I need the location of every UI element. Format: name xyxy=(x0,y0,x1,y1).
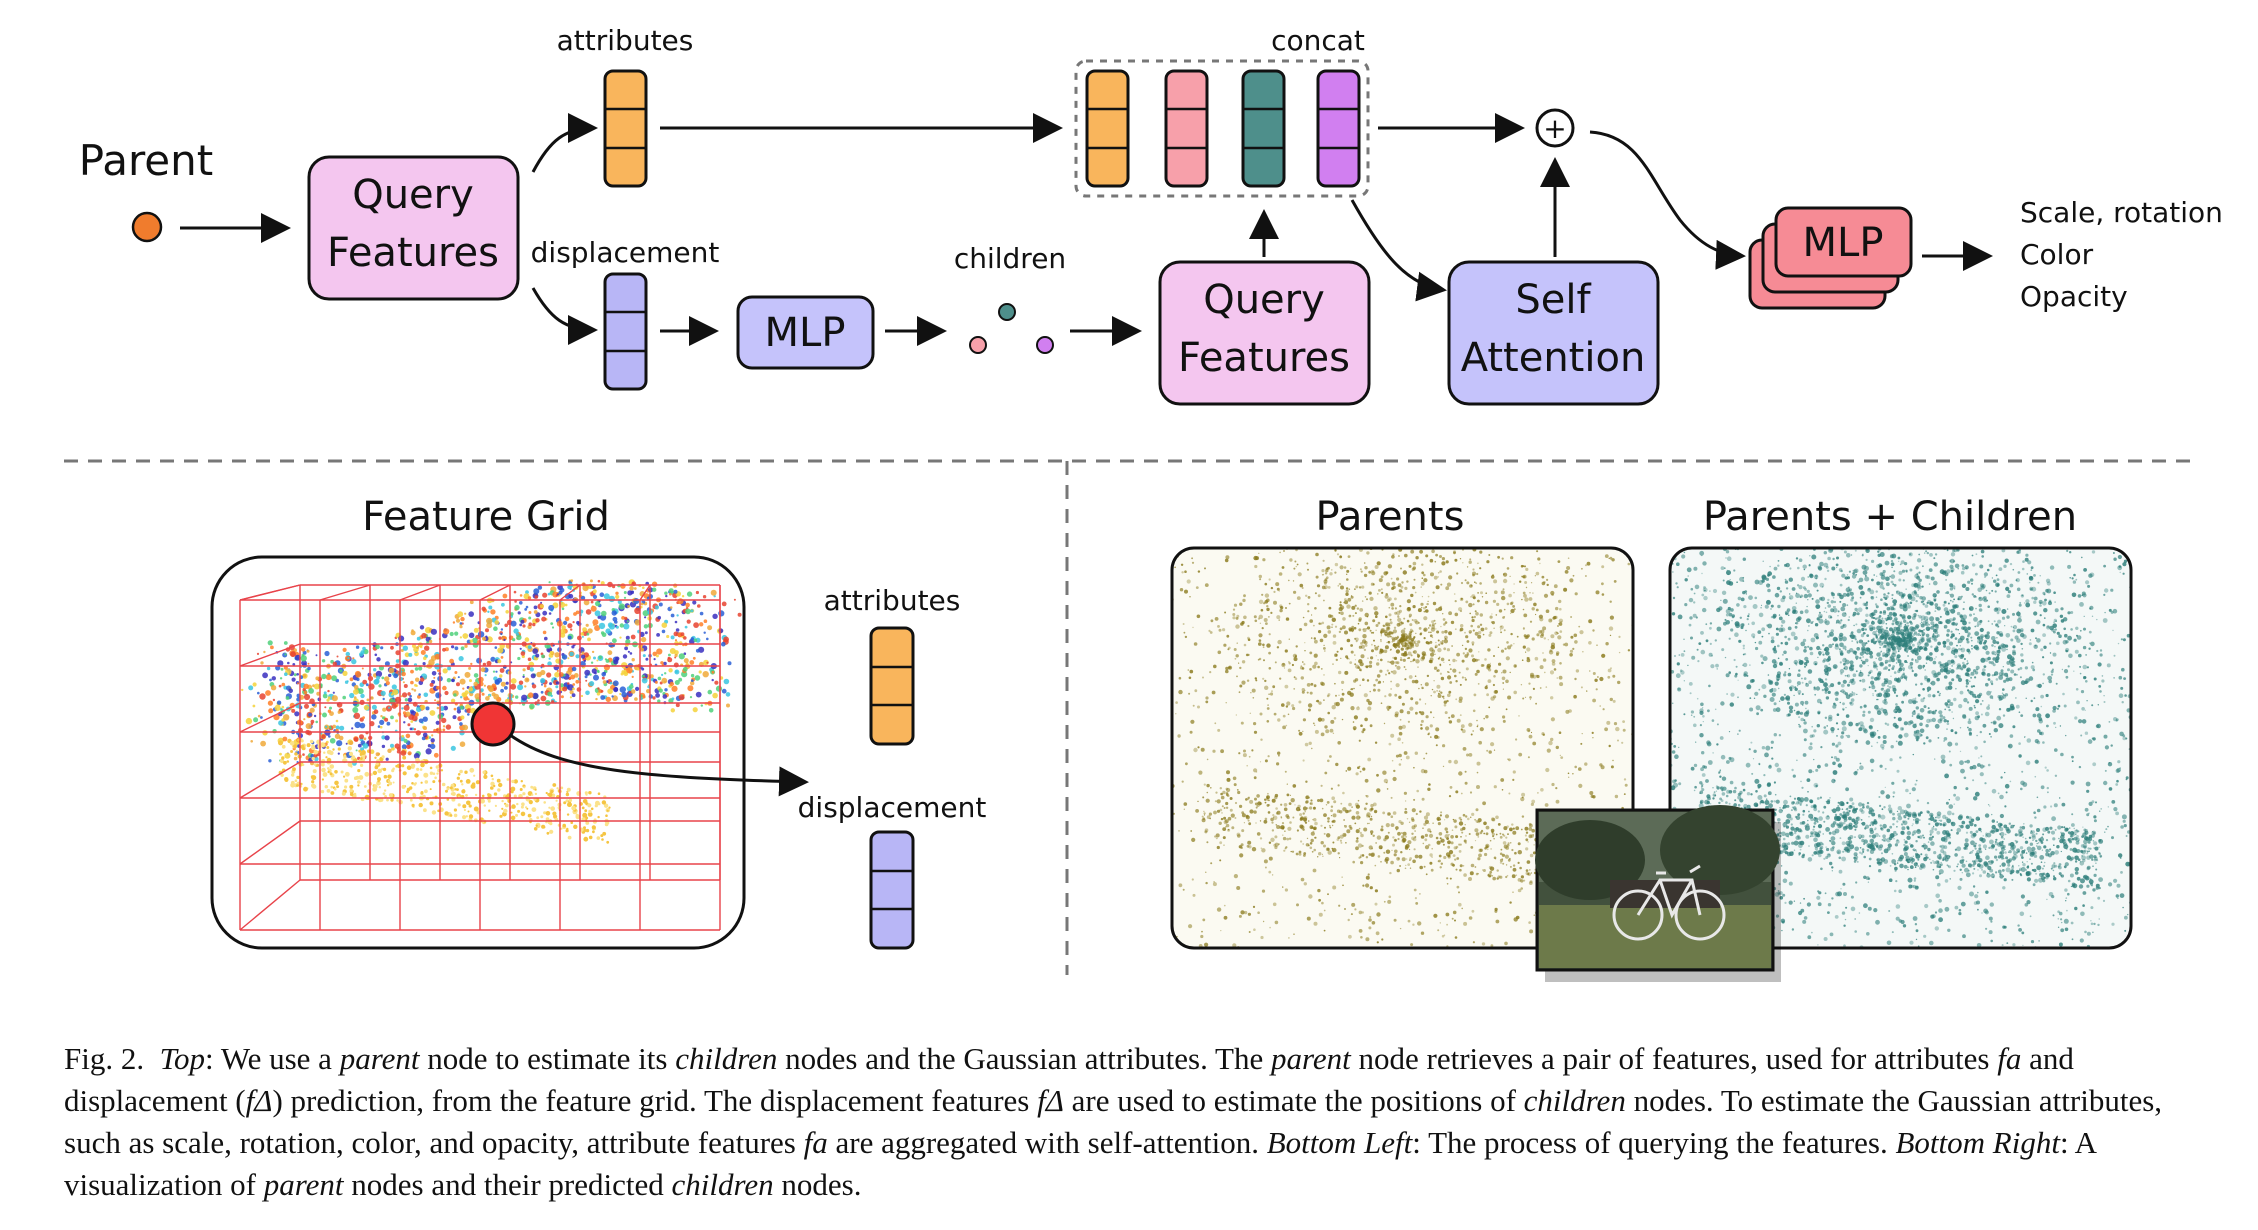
caption-bottom-left-label: Bottom Left xyxy=(1266,1125,1413,1160)
output-scale-rotation: Scale, rotation xyxy=(2020,196,2223,229)
concat-group xyxy=(1074,59,1370,198)
children-label: children xyxy=(954,242,1066,275)
parents-children-title: Parents + Children xyxy=(1703,494,2077,540)
arrow-to-displacement xyxy=(531,287,598,345)
attributes-label-bottom: attributes xyxy=(824,584,961,617)
caption-text: : We use a xyxy=(205,1041,340,1076)
displacement-label-bottom: displacement xyxy=(798,791,987,824)
caption-bottom-right-label: Bottom Right xyxy=(1895,1125,2060,1160)
displacement-label-top: displacement xyxy=(531,236,720,269)
parent-node-dot xyxy=(131,211,163,243)
child-node-violet xyxy=(1036,336,1054,354)
arrow-query-to-features xyxy=(509,733,809,797)
caption-math-fdelta: fΔ xyxy=(245,1083,273,1118)
bicycle-photo-inset xyxy=(1535,805,1781,982)
attributes-label-top: attributes xyxy=(557,24,694,57)
query-features-box-2: Query Features xyxy=(1158,260,1371,406)
arrow-concat-to-self-attention xyxy=(1350,199,1447,302)
output-opacity: Opacity xyxy=(2020,280,2128,313)
caption-italic: children xyxy=(1523,1083,1626,1118)
caption-italic: parent xyxy=(339,1041,420,1076)
query-features-2-line2: Features xyxy=(1178,335,1350,381)
caption-text: nodes. xyxy=(773,1167,862,1202)
caption-text: ) prediction, from the feature grid. The… xyxy=(272,1083,1038,1118)
caption-text: node retrieves a pair of features, used … xyxy=(1350,1041,1998,1076)
child-node-pink xyxy=(969,336,987,354)
concat-vector-pink xyxy=(1164,69,1209,188)
self-attention-line1: Self xyxy=(1515,277,1591,323)
parents-title: Parents xyxy=(1316,494,1465,540)
attributes-feature-vector xyxy=(603,69,648,188)
query-features-1-line1: Query xyxy=(352,172,474,218)
query-features-1-line2: Features xyxy=(327,230,499,276)
caption-math-fa: fa xyxy=(1997,1041,2022,1076)
feature-grid-visualization xyxy=(239,579,742,931)
attributes-feature-vector-bottom xyxy=(869,626,915,746)
concat-vector-violet xyxy=(1316,69,1361,188)
displacement-feature-vector xyxy=(603,272,648,391)
output-color: Color xyxy=(2020,238,2094,271)
caption-italic: parent xyxy=(1270,1041,1351,1076)
self-attention-line2: Attention xyxy=(1461,335,1646,381)
feature-grid-panel xyxy=(210,555,809,950)
arrow-plus-to-mlp xyxy=(1589,130,1746,270)
arrow-to-attributes xyxy=(531,113,598,173)
feature-grid-title: Feature Grid xyxy=(362,494,610,540)
caption-top-label: Top xyxy=(159,1041,206,1076)
self-attention-box: Self Attention xyxy=(1447,260,1660,406)
method-diagram: Parent Query Features attributes displac… xyxy=(64,24,2223,982)
mlp-box: MLP xyxy=(736,295,875,370)
caption-text: and displacement ( xyxy=(64,1041,2074,1118)
concat-label: concat xyxy=(1271,24,1365,57)
caption-italic: children xyxy=(675,1041,778,1076)
caption-text: nodes and the Gaussian attributes. The xyxy=(777,1041,1271,1076)
caption-text: are used to estimate the positions of xyxy=(1063,1083,1524,1118)
mlp-label: MLP xyxy=(765,310,846,356)
concat-vector-orange xyxy=(1085,69,1130,188)
displacement-feature-vector-bottom xyxy=(869,830,915,950)
mlp-output-label: MLP xyxy=(1803,220,1884,266)
caption-text: nodes and their predicted xyxy=(343,1167,672,1202)
caption-text: nodes. To estimate the Gaussian attribut… xyxy=(64,1083,2163,1160)
caption-math-fdelta: fΔ xyxy=(1037,1083,1064,1118)
caption-fig-number: Fig. 2. xyxy=(64,1041,145,1076)
figure-caption: Fig. 2. Top: We use a parent node to est… xyxy=(64,1038,2204,1206)
caption-text: node to estimate its xyxy=(419,1041,676,1076)
parent-label: Parent xyxy=(79,136,213,185)
caption-text: are aggregated with self-attention. xyxy=(827,1125,1267,1160)
caption-text: : A visualization of xyxy=(64,1125,2096,1202)
concat-vector-teal xyxy=(1241,69,1286,188)
mlp-output-stack: MLP xyxy=(1748,206,1913,310)
caption-text: : The process of querying the features. xyxy=(1412,1125,1896,1160)
caption-math-fa: fa xyxy=(803,1125,828,1160)
plus-operator: + xyxy=(1535,108,1575,148)
child-node-teal xyxy=(998,303,1016,321)
query-features-2-line1: Query xyxy=(1203,277,1325,323)
query-point-marker xyxy=(470,701,516,747)
query-features-box-1: Query Features xyxy=(307,155,520,301)
plus-symbol: + xyxy=(1543,112,1566,145)
caption-italic: children xyxy=(671,1167,774,1202)
bicycle-figure xyxy=(1612,864,1726,941)
parents-visualization-panel xyxy=(1170,546,1635,950)
caption-italic: parent xyxy=(263,1167,344,1202)
